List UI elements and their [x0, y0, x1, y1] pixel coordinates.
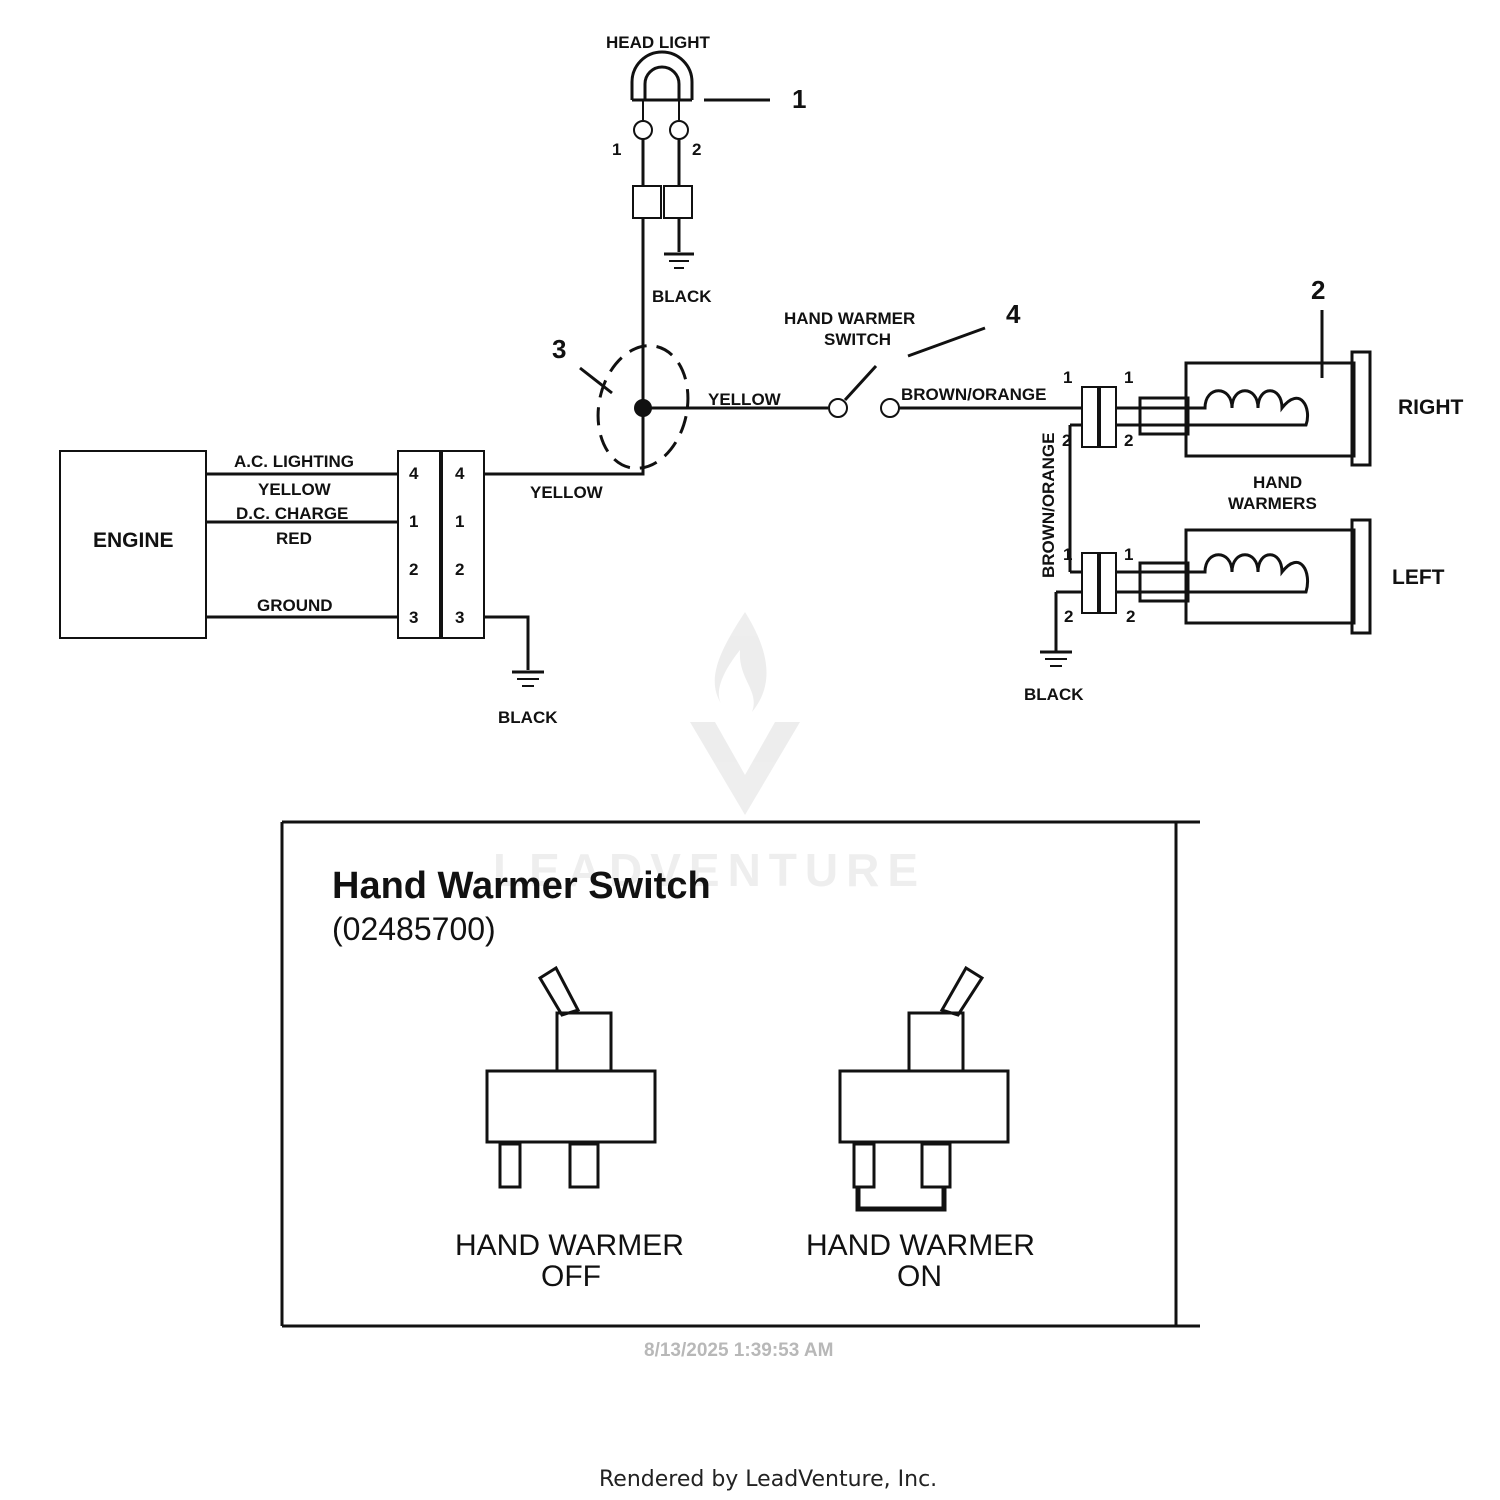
engine-pin-left-1: 1: [409, 512, 418, 531]
right-warmer-connector-a: [1081, 386, 1099, 448]
switch-on-label-2: ON: [897, 1260, 942, 1293]
right-warmer-connector-b: [1099, 386, 1117, 448]
headlight-pin-1: 1: [612, 140, 621, 159]
left-connector-pin-2: 2: [1064, 607, 1073, 626]
engine-pin-left-3: 3: [409, 608, 418, 627]
callout-3-leader: [579, 366, 613, 395]
toggle-switch-off-icon: [485, 965, 657, 1189]
ground-wire-label: GROUND: [257, 596, 333, 615]
watermark-logo-icon: [690, 612, 800, 815]
left-warmer-connector-b: [1099, 552, 1117, 614]
hand-warmer-switch-label-2: SWITCH: [824, 330, 891, 349]
hand-warmers-label-2: WARMERS: [1228, 494, 1317, 513]
ac-lighting-label: A.C. LIGHTING: [234, 452, 354, 471]
engine-label: ENGINE: [93, 529, 174, 552]
rendered-by-footer: Rendered by LeadVenture, Inc.: [599, 1467, 937, 1492]
callout-2: 2: [1311, 275, 1325, 305]
engine-pin-right-2: 2: [455, 560, 464, 579]
headlight-pin-2: 2: [692, 140, 701, 159]
switch-off-label-1: HAND WARMER: [455, 1229, 684, 1262]
head-light-label: HEAD LIGHT: [606, 33, 711, 52]
engine-pin-left-4: 4: [409, 464, 419, 483]
engine-connector-left: [397, 450, 441, 639]
hand-warmer-switch-label-1: HAND WARMER: [784, 309, 915, 328]
hand-warmer-switch-symbol: [828, 364, 900, 418]
right-connector-pin-2: 2: [1062, 431, 1071, 450]
right-warmer-label: RIGHT: [1398, 396, 1464, 419]
right-connector-pin-1: 1: [1063, 368, 1072, 387]
left-connector-pin-2-out: 2: [1126, 607, 1135, 626]
callout-1: 1: [792, 84, 806, 114]
ground-symbol-icon: [512, 670, 544, 687]
left-connector-pin-1: 1: [1063, 545, 1072, 564]
right-hand-warmer-element: [1138, 350, 1372, 467]
engine-pin-right-3: 3: [455, 608, 464, 627]
right-connector-pin-1-out: 1: [1124, 368, 1133, 387]
brown-orange-vertical-label: BROWN/ORANGE: [1039, 433, 1058, 578]
left-warmer-connector-a: [1081, 552, 1099, 614]
engine-connector-right: [441, 450, 485, 639]
right-connector-pin-2-out: 2: [1124, 431, 1133, 450]
red-wire-label: RED: [276, 529, 312, 548]
ground-symbol-icon: [664, 252, 694, 269]
black-wire-label-engine: BLACK: [498, 708, 558, 727]
yellow-ac-label: YELLOW: [258, 480, 332, 499]
left-hand-warmer-element: [1138, 518, 1372, 635]
left-connector-pin-1-out: 1: [1124, 545, 1133, 564]
engine-pin-right-4: 4: [455, 464, 465, 483]
black-wire-label-top: BLACK: [652, 287, 712, 306]
callout-3: 3: [552, 334, 566, 364]
yellow-wire-label-switch: YELLOW: [708, 390, 782, 409]
headlight-connector-left: [632, 185, 662, 219]
switch-panel-title: Hand Warmer Switch: [332, 865, 711, 907]
switch-panel: [280, 820, 1200, 1328]
black-wire-label-warmers: BLACK: [1024, 685, 1084, 704]
callout-4: 4: [1006, 299, 1021, 329]
hand-warmers-label-1: HAND: [1253, 473, 1302, 492]
toggle-switch-on-icon: [838, 965, 1010, 1212]
headlight-connector-right: [663, 185, 693, 219]
engine-box: [59, 450, 207, 639]
yellow-wire-label-main: YELLOW: [530, 483, 604, 502]
brown-orange-wire-label: BROWN/ORANGE: [901, 385, 1046, 404]
left-warmer-label: LEFT: [1392, 566, 1445, 589]
engine-pin-right-1: 1: [455, 512, 464, 531]
callout-4-leader: [907, 326, 986, 358]
ground-symbol-icon: [1040, 650, 1072, 667]
engine-pin-left-2: 2: [409, 560, 418, 579]
headlight-bulb-icon: [630, 50, 694, 140]
watermark-text: LEADVENTURE: [493, 844, 926, 896]
switch-on-label-1: HAND WARMER: [806, 1229, 1035, 1262]
render-timestamp: 8/13/2025 1:39:53 AM: [644, 1340, 833, 1361]
switch-part-number: (02485700): [332, 911, 496, 947]
dc-charge-label: D.C. CHARGE: [236, 504, 348, 523]
switch-off-label-2: OFF: [541, 1260, 601, 1293]
